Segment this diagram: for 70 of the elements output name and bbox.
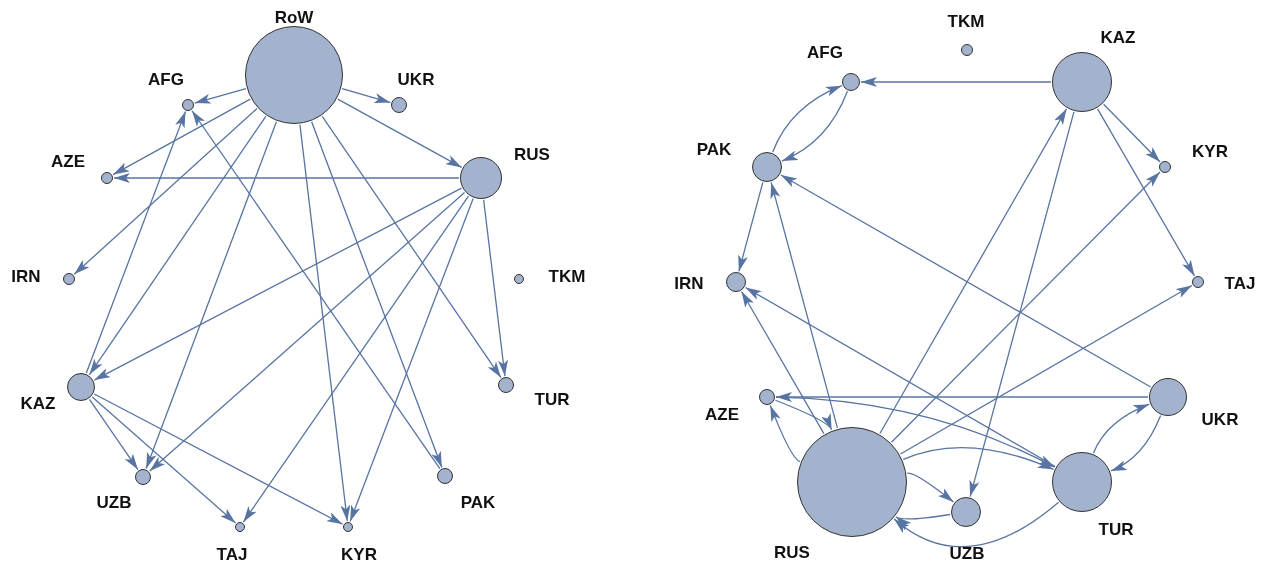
node-label: UKR xyxy=(397,70,435,90)
arrow xyxy=(744,286,1056,468)
node-label: TAJ xyxy=(216,545,248,565)
arrow xyxy=(899,284,1193,455)
arrow xyxy=(73,107,258,275)
node-label: UZB xyxy=(949,544,985,564)
node-label: AZE xyxy=(51,152,85,172)
arrow xyxy=(145,121,278,470)
arrow xyxy=(310,121,443,469)
node-label: AFG xyxy=(807,43,843,63)
node-label: IRN xyxy=(11,267,41,287)
arrow xyxy=(906,472,955,503)
node-label: RUS xyxy=(774,543,810,563)
arrow xyxy=(112,98,251,176)
arrow xyxy=(902,446,1055,471)
node-label: IRN xyxy=(674,274,704,294)
arrow xyxy=(774,399,833,431)
node-label: TKM xyxy=(548,267,586,287)
arrow xyxy=(337,98,463,169)
node-label: KAZ xyxy=(1100,28,1136,48)
arrow xyxy=(483,199,508,377)
node-label: KYR xyxy=(1192,142,1228,162)
arrow xyxy=(88,115,267,376)
node-label: AFG xyxy=(148,70,184,90)
arrow xyxy=(299,124,351,522)
node-label: KAZ xyxy=(20,394,56,414)
node-label: PAK xyxy=(460,493,496,513)
node-label: KYR xyxy=(341,545,377,565)
arrow xyxy=(349,197,474,523)
arrow xyxy=(341,88,391,104)
arrow xyxy=(740,290,825,435)
arrow xyxy=(113,173,460,183)
arrow xyxy=(191,110,441,470)
arrow xyxy=(860,77,1052,87)
node-label: TUR xyxy=(534,390,570,410)
arrow xyxy=(1096,108,1196,277)
arrow xyxy=(1110,414,1162,472)
arrow xyxy=(321,115,502,379)
arrow xyxy=(85,110,187,374)
arrow xyxy=(775,392,1149,402)
arrow xyxy=(194,87,247,104)
node-label: TAJ xyxy=(1224,274,1256,294)
arrow xyxy=(93,187,463,381)
arrow xyxy=(149,191,466,472)
node-label: UZB xyxy=(96,493,132,513)
arrow xyxy=(893,501,1060,548)
arrow xyxy=(93,393,344,525)
arrow xyxy=(895,513,951,530)
arrow xyxy=(969,111,1075,498)
node-label: TUR xyxy=(1098,520,1134,540)
arrow xyxy=(780,174,1152,388)
arrow xyxy=(890,171,1161,443)
node-label: PAK xyxy=(696,140,732,160)
node-label: RUS xyxy=(514,145,550,165)
node-label: RoW xyxy=(274,8,314,28)
node-label: UKR xyxy=(1201,410,1239,430)
arrow xyxy=(775,396,1056,468)
arrow xyxy=(781,90,849,162)
arrow xyxy=(242,195,470,523)
arrow xyxy=(1103,103,1161,163)
node-label: TKM xyxy=(947,12,985,32)
arrow xyxy=(772,85,843,153)
arrow xyxy=(88,398,139,471)
arrow xyxy=(879,108,1068,435)
arrow xyxy=(91,396,237,524)
arrow xyxy=(738,181,764,273)
arrow xyxy=(769,404,801,463)
arrow xyxy=(770,181,839,429)
node-label: AZE xyxy=(705,405,739,425)
arrow xyxy=(1092,403,1150,454)
